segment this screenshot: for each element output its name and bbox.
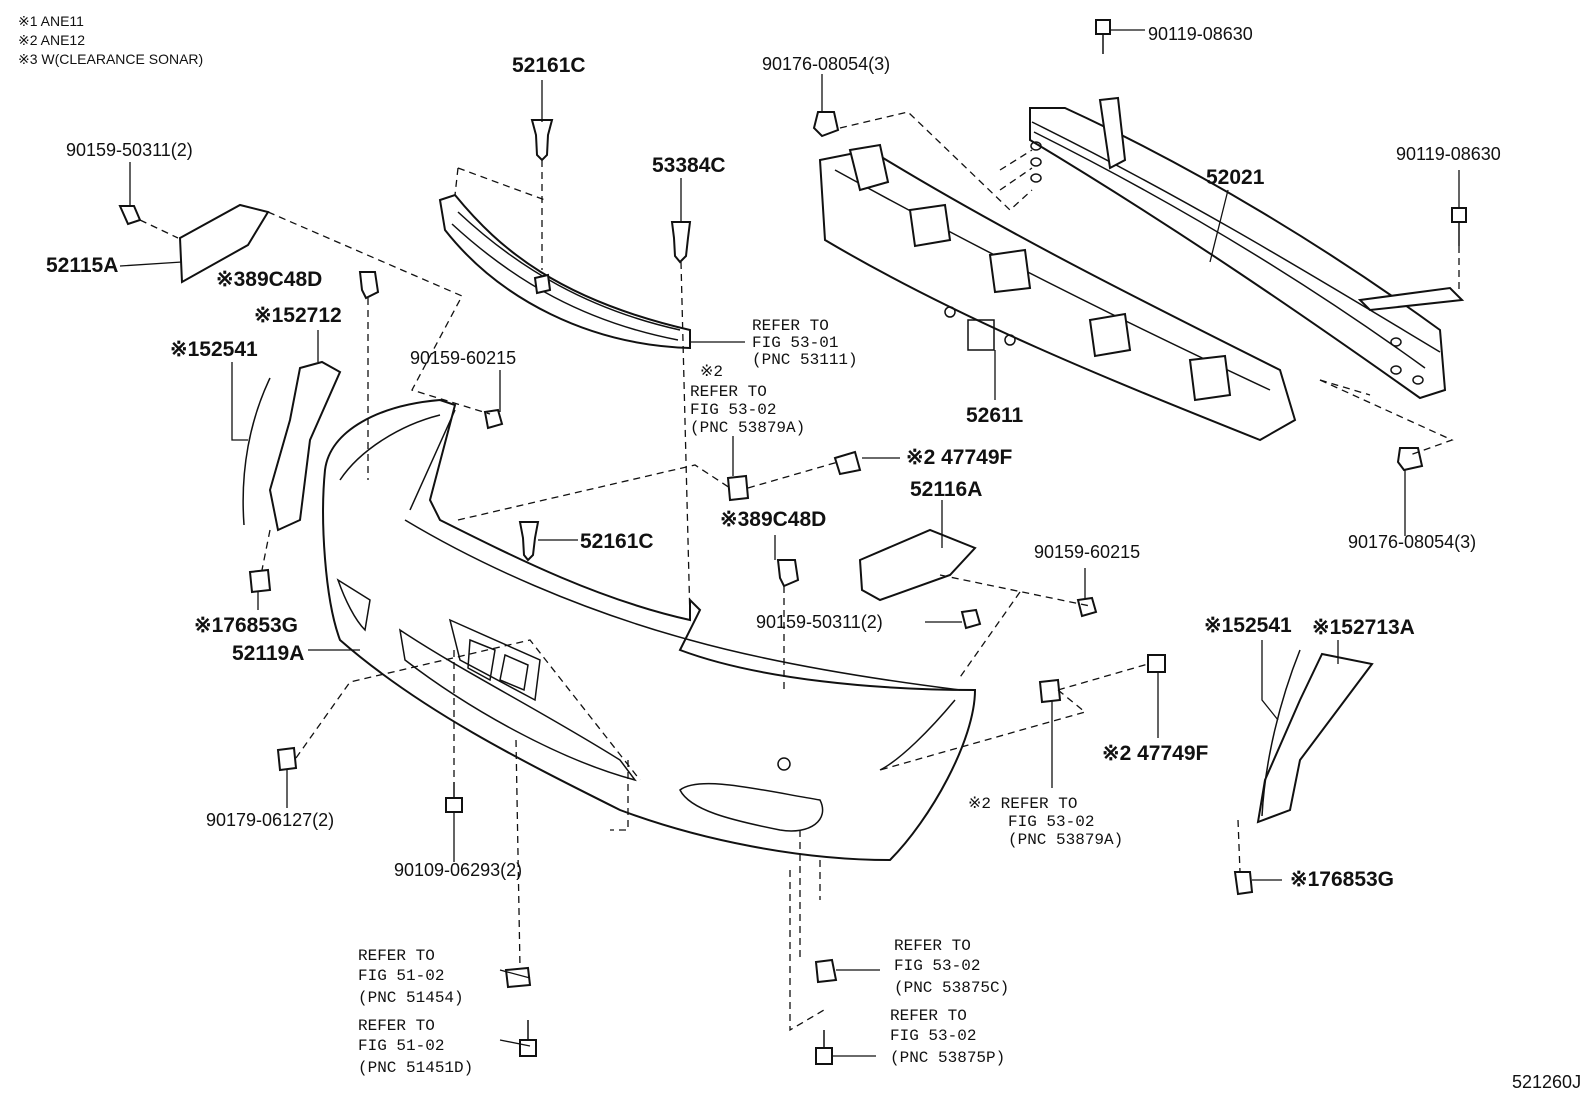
- label-90159-50311-left: 90159-50311(2): [66, 140, 193, 160]
- svg-text:REFER TO: REFER TO: [894, 937, 971, 955]
- svg-text:FIG 53-02: FIG 53-02: [1008, 813, 1094, 831]
- svg-text:(PNC 53111): (PNC 53111): [752, 351, 858, 369]
- svg-text:※2: ※2: [700, 363, 723, 381]
- label-47749f-top: ※2 47749F: [906, 446, 1013, 469]
- label-90176-top: 90176-08054(3): [762, 54, 890, 74]
- label-52611: 52611: [966, 404, 1024, 427]
- reference-53-01: REFER TO FIG 53-01 (PNC 53111): [752, 317, 858, 369]
- reference-53-02-c: REFER TO FIG 53-02 (PNC 53875C): [894, 937, 1009, 997]
- leader-lines: [119, 29, 1460, 1057]
- fasteners-drawing: [118, 19, 1467, 1065]
- bumper-reinforcement-drawing: [1029, 96, 1465, 400]
- note-ane12: ※2 ANE12: [18, 32, 85, 48]
- label-76853g-right: ※176853G: [1290, 868, 1394, 891]
- label-89c48d-mid: ※389C48D: [720, 508, 826, 531]
- reference-53-02-d: REFER TO FIG 53-02 (PNC 53875P): [890, 1007, 1005, 1067]
- svg-text:(PNC 53875C): (PNC 53875C): [894, 979, 1009, 997]
- svg-text:(PNC 51454): (PNC 51454): [358, 989, 464, 1007]
- label-52541-left: ※152541: [170, 338, 258, 361]
- reference-51-02-a: REFER TO FIG 51-02 (PNC 51454): [358, 947, 464, 1007]
- label-90119-top: 90119-08630: [1148, 24, 1253, 44]
- svg-text:REFER TO: REFER TO: [890, 1007, 967, 1025]
- reference-51-02-b: REFER TO FIG 51-02 (PNC 51451D): [358, 1017, 473, 1077]
- svg-text:FIG 51-02: FIG 51-02: [358, 1037, 444, 1055]
- label-52712: ※152712: [254, 304, 342, 327]
- svg-text:(PNC 53879A): (PNC 53879A): [1008, 831, 1123, 849]
- part-labels: 52161C 90176-08054(3) 90119-08630 90159-…: [46, 24, 1581, 1092]
- label-52161c-top: 52161C: [512, 54, 586, 77]
- assembly-lines: [139, 111, 1460, 1032]
- lower-grille-drawing: [438, 167, 691, 350]
- label-90159-50311-mid: 90159-50311(2): [756, 612, 883, 632]
- label-90119-right: 90119-08630: [1396, 144, 1501, 164]
- svg-text:(PNC 51451D): (PNC 51451D): [358, 1059, 473, 1077]
- label-90179: 90179-06127(2): [206, 810, 334, 830]
- note-ane11: ※1 ANE11: [18, 13, 84, 29]
- svg-text:FIG 51-02: FIG 51-02: [358, 967, 444, 985]
- svg-text:REFER TO: REFER TO: [358, 1017, 435, 1035]
- bumper-cover-drawing: [322, 398, 977, 862]
- svg-text:REFER TO: REFER TO: [358, 947, 435, 965]
- label-52021: 52021: [1206, 166, 1265, 189]
- svg-text:REFER TO: REFER TO: [690, 383, 767, 401]
- label-76853g-left: ※176853G: [194, 614, 298, 637]
- svg-text:(PNC 53875P): (PNC 53875P): [890, 1049, 1005, 1067]
- svg-text:(PNC 53879A): (PNC 53879A): [690, 419, 805, 437]
- label-47749f-bottom: ※2 47749F: [1102, 742, 1209, 765]
- label-90159-60215-right: 90159-60215: [1034, 542, 1140, 562]
- label-52115a: 52115A: [46, 254, 118, 277]
- label-52713a: ※152713A: [1312, 616, 1415, 639]
- label-52161c-mid: 52161C: [580, 530, 654, 553]
- label-53384c: 53384C: [652, 154, 726, 177]
- svg-text:FIG 53-02: FIG 53-02: [894, 957, 980, 975]
- label-90176-right: 90176-08054(3): [1348, 532, 1476, 552]
- svg-text:FIG 53-01: FIG 53-01: [752, 334, 838, 352]
- label-90159-60215-left: 90159-60215: [410, 348, 516, 368]
- diagram-code: 521260J: [1512, 1072, 1581, 1092]
- svg-text:※2 REFER TO: ※2 REFER TO: [968, 795, 1077, 813]
- svg-text:REFER TO: REFER TO: [752, 317, 829, 335]
- label-52119a: 52119A: [232, 642, 304, 665]
- energy-absorber-drawing: [818, 143, 1297, 442]
- svg-text:FIG 53-02: FIG 53-02: [890, 1027, 976, 1045]
- label-90109: 90109-06293(2): [394, 860, 522, 880]
- svg-text:FIG 53-02: FIG 53-02: [690, 401, 776, 419]
- reference-53-02-bottom: ※2 REFER TO FIG 53-02 (PNC 53879A): [968, 795, 1123, 849]
- reference-53-02-top: ※2 REFER TO FIG 53-02 (PNC 53879A): [690, 363, 805, 437]
- label-52116a: 52116A: [910, 478, 982, 501]
- note-clearance-sonar: ※3 W(CLEARANCE SONAR): [18, 51, 203, 67]
- label-52541-right: ※152541: [1204, 614, 1292, 637]
- label-89c48d-left: ※389C48D: [216, 268, 322, 291]
